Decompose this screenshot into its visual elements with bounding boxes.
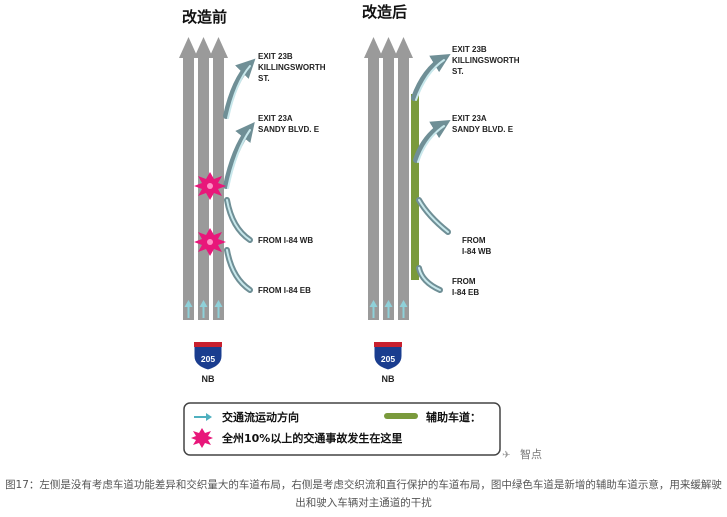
legend-crash-note: 全州10%以上的交通事故发生在这里: [221, 431, 402, 445]
after-from-wb-line1: FROM: [462, 236, 486, 245]
after-from-eb-line1: FROM: [452, 277, 476, 286]
before-direction: NB: [202, 374, 215, 384]
before-flow-arrows: [184, 300, 223, 318]
interstate-shield-icon: 205: [373, 341, 403, 371]
after-entry-ramps: [416, 197, 451, 293]
lane-diagram: 改造前: [179, 3, 542, 461]
after-direction: NB: [382, 374, 395, 384]
flow-arrow-icon: [194, 413, 212, 421]
before-entry-ramps: [224, 197, 253, 293]
after-exit-23b-line2: KILLINGSWORTH: [452, 56, 520, 65]
legend-traffic-direction: 交通流运动方向: [222, 410, 299, 424]
after-panel: 改造后 EXIT 23B: [362, 3, 520, 384]
after-exit-23a-line1: EXIT 23A: [452, 114, 487, 123]
before-shield-number: 205: [201, 354, 215, 364]
before-exit-23b-line2: KILLINGSWORTH: [258, 63, 326, 72]
after-from-eb-line2: I-84 EB: [452, 288, 479, 297]
watermark-text: 智点: [520, 447, 542, 461]
before-exit-23a-line1: EXIT 23A: [258, 114, 293, 123]
before-panel: 改造前: [179, 8, 326, 384]
after-exit-23b-line3: ST.: [452, 67, 464, 76]
after-exit-23a-line2: SANDY BLVD. E: [452, 125, 514, 134]
before-from-eb: FROM I-84 EB: [258, 286, 311, 295]
before-exit-ramps: [223, 58, 256, 189]
before-exit-23b-line3: ST.: [258, 74, 270, 83]
after-exit-ramps: [411, 54, 451, 163]
after-title: 改造后: [362, 3, 407, 21]
watermark: ✈ 智点: [502, 447, 542, 461]
interstate-shield-icon: 205: [193, 341, 223, 371]
auxiliary-lane: [411, 94, 419, 280]
legend-aux-lane: 辅助车道：: [426, 410, 481, 424]
before-title: 改造前: [182, 8, 227, 26]
before-from-wb: FROM I-84 WB: [258, 236, 313, 245]
aux-lane-swatch: [384, 413, 418, 419]
after-mainline-lanes: [364, 37, 413, 320]
crash-burst-icon: [191, 428, 213, 448]
after-exit-23b-line1: EXIT 23B: [452, 45, 487, 54]
before-exit-23b-line1: EXIT 23B: [258, 52, 293, 61]
legend: 交通流运动方向 辅助车道： 全州10%以上的交通事故发生在这里: [183, 402, 501, 456]
crash-burst-icon: [194, 172, 226, 200]
after-from-wb-line2: I-84 WB: [462, 247, 492, 256]
figure-caption: 图17：左侧是没有考虑车道功能差异和交织量大的车道布局，右侧是考虑交织流和直行保…: [5, 479, 722, 509]
svg-text:✈: ✈: [502, 450, 510, 461]
after-flow-arrows: [369, 300, 408, 318]
before-exit-23a-line2: SANDY BLVD. E: [258, 125, 320, 134]
after-shield-number: 205: [381, 354, 395, 364]
crash-burst-icon: [194, 228, 226, 256]
